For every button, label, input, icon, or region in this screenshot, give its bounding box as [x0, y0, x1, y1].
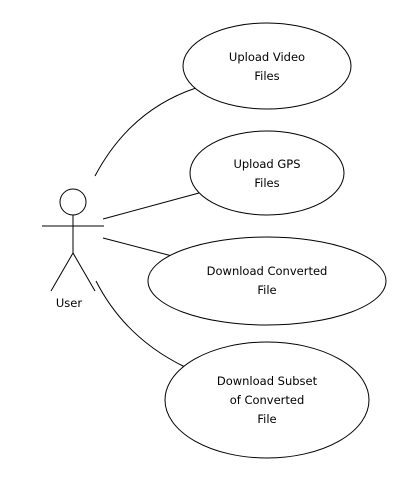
actor-user[interactable]: User	[42, 188, 104, 310]
use-case-label-line: Upload GPS	[233, 157, 300, 171]
use-case-label-line: Files	[254, 176, 279, 190]
use-case-label-line: File	[257, 412, 276, 426]
use-case-upload-video-files[interactable]: Upload Video Files	[182, 22, 352, 110]
use-case-ellipse	[147, 236, 387, 326]
actor-label: User	[56, 296, 82, 310]
use-case-label-line: Download Converted	[207, 264, 328, 278]
use-case-ellipse	[164, 341, 370, 459]
use-case-download-subset-of-converted-file[interactable]: Download Subset of Converted File	[164, 341, 370, 459]
use-case-label-line: File	[257, 283, 276, 297]
actor-right-leg	[72, 252, 96, 292]
use-case-upload-gps-files[interactable]: Upload GPS Files	[189, 130, 345, 216]
actor-left-leg	[50, 252, 74, 292]
association-upload-gps	[102, 192, 200, 220]
association-download-converted	[102, 237, 177, 258]
actor-head	[59, 188, 87, 216]
association-download-subset	[95, 280, 186, 368]
use-case-label-line: Files	[254, 69, 279, 83]
use-case-label-line: Download Subset	[217, 374, 318, 388]
use-case-ellipse	[189, 130, 345, 216]
use-case-label-line: Upload Video	[229, 50, 305, 64]
use-case-download-converted-file[interactable]: Download Converted File	[147, 236, 387, 326]
use-case-ellipse	[182, 22, 352, 110]
association-upload-video	[94, 87, 197, 177]
use-case-label-line: of Converted	[230, 393, 305, 407]
